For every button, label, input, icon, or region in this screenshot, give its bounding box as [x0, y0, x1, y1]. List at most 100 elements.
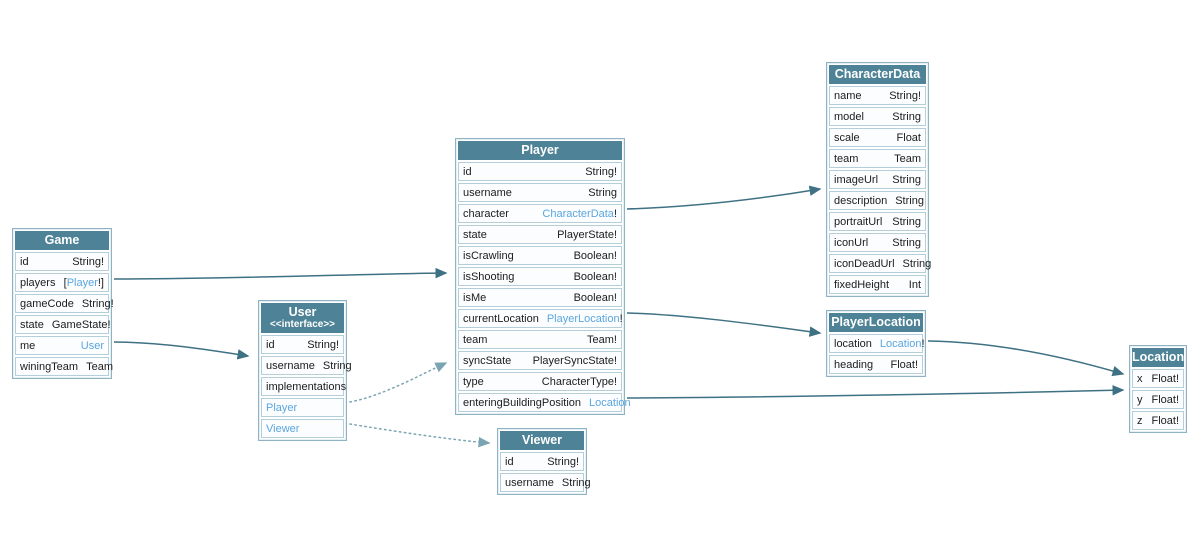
edge-game-players-to-player	[113, 267, 448, 280]
table-header-location[interactable]: Location	[1132, 348, 1184, 367]
field-row-characterdata-description[interactable]: description String	[829, 191, 926, 210]
field-name: isMe	[463, 291, 487, 304]
field-row-player-enteringBuildingPosition[interactable]: enteringBuildingPosition Location	[458, 393, 631, 412]
field-row-user-Player[interactable]: Player	[261, 398, 344, 417]
field-name: syncState	[463, 354, 512, 367]
table-header-user[interactable]: User<<interface>>	[261, 303, 344, 333]
edge-user-impl-player	[349, 362, 448, 403]
field-type[interactable]: CharacterData!	[542, 208, 617, 220]
field-name-link[interactable]: Player	[266, 401, 298, 414]
type-link-location[interactable]: Location	[879, 337, 922, 350]
table-header-game[interactable]: Game	[15, 231, 109, 250]
field-row-user-Viewer[interactable]: Viewer	[261, 419, 344, 438]
field-name: z	[1137, 414, 1143, 427]
type-link-player[interactable]: Player	[66, 276, 98, 289]
type-suffix: !	[921, 337, 925, 350]
field-name: scale	[834, 131, 860, 144]
field-type: String!	[307, 338, 339, 351]
field-name-link[interactable]: Viewer	[266, 422, 300, 435]
field-name: id	[463, 165, 472, 178]
field-type[interactable]: User	[81, 340, 104, 352]
field-row-location-z[interactable]: z Float!	[1132, 411, 1184, 430]
field-type: PlayerState!	[557, 228, 617, 241]
field-name: x	[1137, 372, 1143, 385]
field-name: enteringBuildingPosition	[463, 396, 582, 409]
type-link-characterdata[interactable]: CharacterData	[542, 207, 614, 220]
field-type[interactable]: Location	[589, 397, 631, 409]
field-name: type	[463, 375, 484, 388]
type-link-playerlocation[interactable]: PlayerLocation	[546, 312, 620, 325]
field-name: name	[834, 89, 862, 102]
table-header-player[interactable]: Player	[458, 141, 622, 160]
edge-player-enteringbuildingposition-to-location	[626, 385, 1125, 399]
table-subtitle: <<interface>>	[269, 319, 336, 330]
field-type: Float!	[1151, 414, 1179, 427]
field-row-location-x[interactable]: x Float!	[1132, 369, 1184, 388]
field-type[interactable]: Location!	[880, 338, 925, 350]
type-link-location[interactable]: Location	[589, 396, 631, 409]
field-type[interactable]: PlayerLocation!	[547, 313, 623, 325]
field-name: team	[463, 333, 488, 346]
table-title: User	[288, 305, 317, 319]
table-header-playerlocation[interactable]: PlayerLocation	[829, 313, 923, 332]
field-name: players	[20, 276, 56, 289]
field-type: GameState!	[51, 318, 111, 331]
field-type: Float!	[1151, 372, 1179, 385]
table-header-characterdata[interactable]: CharacterData	[829, 65, 926, 84]
field-type: Float!	[890, 358, 918, 371]
edge-player-character-to-characterdata	[626, 185, 822, 210]
field-type: String!	[547, 455, 579, 468]
field-name: description	[834, 194, 888, 207]
field-type[interactable]: [Player!]	[64, 277, 104, 289]
field-name: username	[463, 186, 512, 199]
field-type: Boolean!	[573, 270, 617, 283]
field-row-game-players[interactable]: players [Player!]	[15, 273, 109, 292]
table-header-viewer[interactable]: Viewer	[500, 431, 584, 450]
edge-player-currentlocation-to-playerlocation	[626, 312, 822, 337]
field-row-user-implementations[interactable]: implementations	[261, 377, 346, 396]
field-type: String	[895, 194, 924, 207]
type-link-user[interactable]: User	[80, 339, 104, 352]
